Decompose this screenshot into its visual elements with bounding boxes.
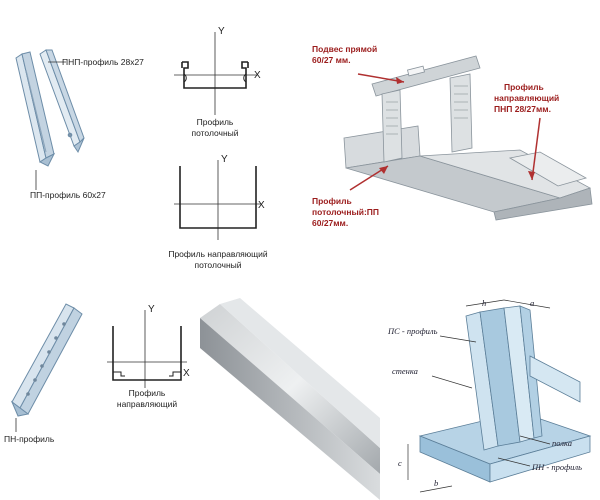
metal-profile-photo-drawing bbox=[200, 298, 380, 500]
wall-partition-shape bbox=[418, 305, 592, 483]
guide-section-bottom-drawing: Y X Профиль направляющий bbox=[107, 304, 190, 409]
axis-y-label: Y bbox=[148, 304, 155, 315]
axis-y-label: Y bbox=[221, 154, 228, 165]
dim-b-label: b bbox=[434, 478, 438, 488]
caption-line2: потолочный bbox=[194, 260, 241, 270]
ps-profile-label: ПС - профиль bbox=[387, 326, 438, 336]
caption-line1: Профиль bbox=[129, 388, 166, 398]
guide-section-outline bbox=[112, 326, 182, 381]
ceiling-profile-outline bbox=[181, 61, 249, 89]
wall-partition-leaders bbox=[431, 335, 551, 467]
guide-arrow bbox=[531, 117, 541, 181]
dim-c-label: c bbox=[398, 458, 402, 468]
stenka-label: стенка bbox=[392, 366, 418, 376]
guide-section-ribs bbox=[113, 371, 181, 377]
wall-partition-drawing: ПС - профиль стенка полка ПН - профиль h… bbox=[387, 298, 592, 493]
ceiling-label-line3: 60/27мм. bbox=[312, 218, 348, 228]
metal-profile-photo-shape bbox=[200, 298, 380, 500]
axis-x-label: X bbox=[254, 70, 261, 81]
panel-guide-profile-section: Y X Профиль направляющий потолочный bbox=[150, 148, 290, 278]
ceiling-arrowhead bbox=[379, 166, 388, 174]
hanger-label-line1: Подвес прямой bbox=[312, 44, 377, 54]
ceiling-profile-section-drawing: Y X Профиль потолочный bbox=[174, 26, 261, 138]
ceiling-label-line2: потолочный:ПП bbox=[312, 207, 379, 217]
guide-profile-outline bbox=[179, 166, 257, 229]
guide-profile-section-drawing: Y X Профиль направляющий потолочный bbox=[168, 154, 268, 270]
pn-profile-holes bbox=[26, 322, 66, 396]
pn-profile-drawing: ПН-профиль bbox=[4, 303, 83, 444]
guide-label-line2: направляющий bbox=[494, 93, 559, 103]
ceiling-label-line1: Профиль bbox=[312, 196, 352, 206]
guide-label-line3: ПНП 28/27мм. bbox=[494, 104, 551, 114]
panel-pn-profile: ПН-профиль bbox=[0, 292, 110, 452]
panel-pnp-pp-profiles: ПНП-профиль 28х27 ПП-профиль 60х27 bbox=[0, 40, 170, 210]
polka-label: полка bbox=[552, 438, 572, 448]
pnp-profile-shape bbox=[39, 49, 85, 154]
pn-label: ПН-профиль bbox=[4, 434, 55, 444]
axis-y-label: Y bbox=[218, 26, 225, 37]
axis-x-label: X bbox=[258, 200, 265, 211]
dim-h-label: h bbox=[482, 298, 486, 308]
panel-wall-partition: ПС - профиль стенка полка ПН - профиль h… bbox=[380, 296, 600, 500]
dim-a-label: a bbox=[530, 298, 534, 308]
pp-profile-shape bbox=[15, 51, 56, 167]
pp-label: ПП-профиль 60х27 bbox=[30, 190, 106, 200]
wall-partition-dimensions bbox=[407, 299, 551, 493]
ceiling-assembly-shape bbox=[343, 55, 593, 221]
caption-line1: Профиль направляющий bbox=[168, 249, 268, 259]
pnp-label: ПНП-профиль 28х27 bbox=[62, 57, 144, 67]
caption-line2: потолочный bbox=[191, 128, 238, 138]
pnp-pp-profiles-drawing: ПНП-профиль 28х27 ПП-профиль 60х27 bbox=[15, 49, 144, 200]
panel-metal-profile-photo bbox=[200, 298, 380, 500]
hanger-arrow bbox=[357, 73, 405, 83]
panel-guide-section-bottom: Y X Профиль направляющий bbox=[95, 300, 200, 415]
hanger-arrowhead bbox=[396, 77, 404, 84]
guide-arrowhead bbox=[528, 171, 535, 180]
panel-ceiling-profile-section: Y X Профиль потолочный bbox=[160, 20, 270, 145]
guide-label-line1: Профиль bbox=[504, 82, 544, 92]
ceiling-profile-ribs bbox=[183, 73, 247, 83]
axis-x-label: X bbox=[183, 368, 190, 379]
caption-line2: направляющий bbox=[117, 399, 177, 409]
caption-line1: Профиль bbox=[197, 117, 234, 127]
hanger-label-line2: 60/27 мм. bbox=[312, 55, 351, 65]
pn-profile-label: ПН - профиль bbox=[531, 462, 582, 472]
pn-profile-shape bbox=[10, 303, 83, 417]
ceiling-assembly-drawing: Подвес прямой 60/27 мм. Профиль направля… bbox=[312, 44, 593, 228]
panel-ceiling-assembly: Подвес прямой 60/27 мм. Профиль направля… bbox=[300, 38, 600, 248]
